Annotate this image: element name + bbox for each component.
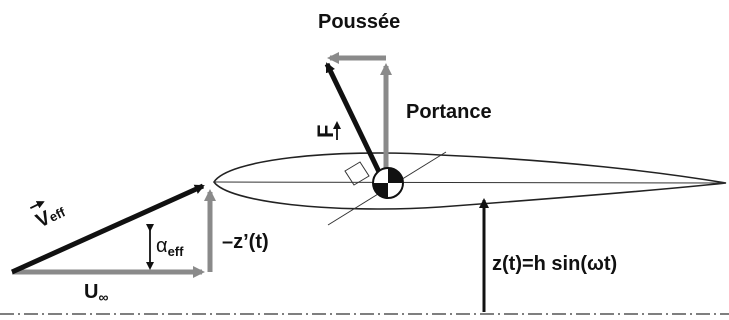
chord-line xyxy=(213,181,727,184)
v-eff-label-group: Veff xyxy=(29,200,70,233)
alpha-sub: eff xyxy=(168,244,185,259)
lift-label: Portance xyxy=(406,101,492,123)
force-arrow xyxy=(324,62,384,178)
right-angle-marker xyxy=(344,161,370,186)
airfoil-profile xyxy=(213,152,727,210)
free-stream-label: U∞ xyxy=(84,281,108,305)
pivot-point xyxy=(372,167,404,199)
u-base: U xyxy=(84,281,98,303)
force-label-group: F xyxy=(313,125,338,138)
effective-velocity-arrow xyxy=(10,183,205,275)
v-eff-vector-bar xyxy=(29,201,45,210)
thrust-label: Poussée xyxy=(318,11,400,33)
alpha-eff-label: αeff xyxy=(156,235,184,259)
u-sub: ∞ xyxy=(98,289,108,305)
plunge-velocity-label: –z’(t) xyxy=(222,231,269,253)
alpha-base: α xyxy=(156,235,168,257)
svg-text:Veff: Veff xyxy=(33,200,70,233)
v-eff-sub: eff xyxy=(47,204,68,225)
heave-label: z(t)=h sin(ωt) xyxy=(492,253,617,275)
force-label: F xyxy=(313,125,338,138)
